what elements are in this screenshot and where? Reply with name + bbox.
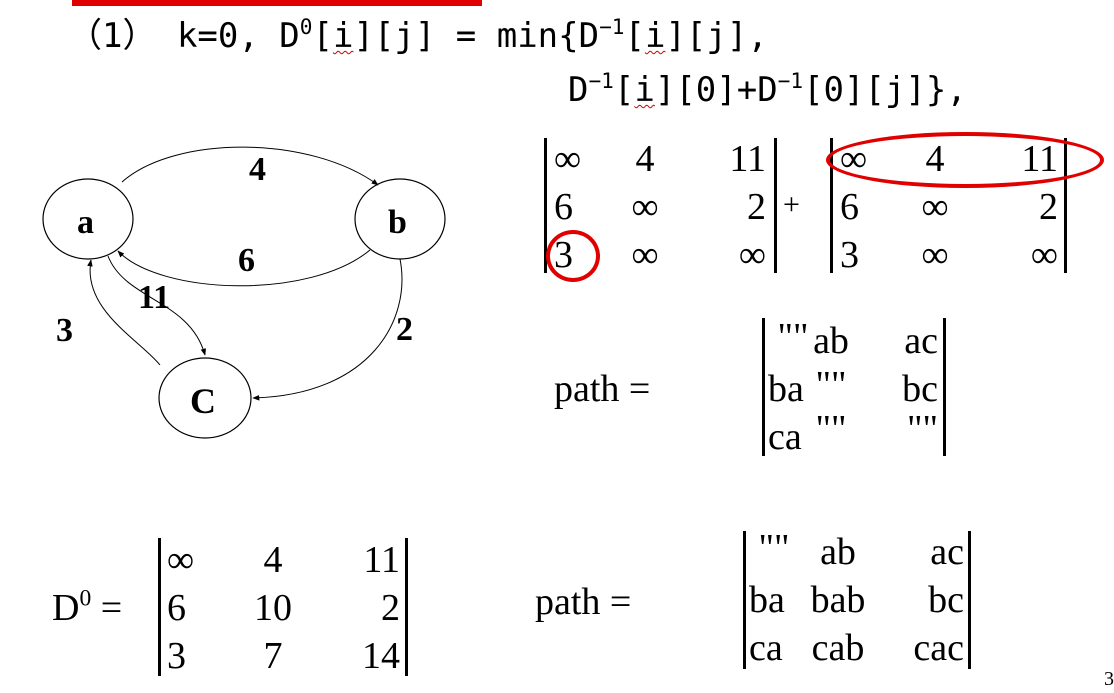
d0-r1c1: 10 bbox=[254, 587, 292, 629]
formula-open-2: [ bbox=[624, 16, 645, 56]
path-after-bar-r bbox=[968, 531, 971, 669]
node-a-label: a bbox=[77, 204, 94, 241]
sum-left-r1c1: ∞ bbox=[631, 186, 659, 228]
highlight-circle-3 bbox=[546, 230, 600, 282]
node-c-label: C bbox=[190, 381, 216, 421]
path-after-r0c1: ab bbox=[820, 531, 856, 573]
sum-left-r0c1: 4 bbox=[635, 138, 655, 180]
edge-a-c bbox=[107, 255, 207, 356]
path-before-r2c0: ca bbox=[768, 416, 802, 458]
formula-index-i: i bbox=[332, 16, 354, 56]
d0-r2c1: 7 bbox=[263, 635, 283, 677]
path-before-r2c2: "" bbox=[906, 408, 938, 450]
d0-r0c1: 4 bbox=[263, 539, 283, 581]
edge-a-b-weight: 4 bbox=[249, 151, 266, 188]
formula-line-1: （1） k=0, D0[i][j] = min{D−1[i][j], bbox=[68, 8, 768, 57]
sum-left-r2c1: ∞ bbox=[631, 234, 659, 276]
node-a bbox=[42, 178, 134, 260]
sum-left-bar-l bbox=[544, 138, 547, 273]
edge-a-b bbox=[121, 146, 379, 186]
sum-right-bar-l bbox=[830, 138, 833, 273]
path-after-r2c0: ca bbox=[749, 627, 783, 669]
d0-r1c0: 6 bbox=[167, 587, 186, 629]
highlight-ellipse-row0 bbox=[826, 132, 1104, 188]
edge-b-c-weight: 2 bbox=[396, 311, 413, 348]
edge-b-c bbox=[252, 258, 403, 401]
sum-right-r2c2: ∞ bbox=[1030, 234, 1058, 276]
formula-open: [ bbox=[312, 16, 333, 56]
path-after-r0c0: "" bbox=[758, 527, 790, 569]
d0-label-sup: 0 bbox=[79, 585, 92, 612]
path-after-r1c2: bc bbox=[928, 579, 964, 621]
path-before-bar-l bbox=[762, 318, 765, 456]
path-after-r0c2: ac bbox=[930, 531, 964, 573]
formula-index-i-2: i bbox=[644, 16, 666, 56]
sum-right-r1c0: 6 bbox=[840, 186, 859, 228]
d0-r2c0: 3 bbox=[167, 635, 186, 677]
edge-a-c-weight: 11 bbox=[138, 279, 171, 316]
path-after-label: path = bbox=[535, 581, 632, 623]
sum-right-r1c2: 2 bbox=[1039, 186, 1058, 228]
formula-d: D bbox=[568, 70, 589, 110]
sum-left-r0c2: 11 bbox=[729, 138, 766, 180]
d0-r0c2: 11 bbox=[363, 539, 400, 581]
path-after-r1c1: bab bbox=[810, 579, 866, 621]
sum-right-bar-r bbox=[1064, 138, 1067, 273]
formula-mid-2: ][0]+D bbox=[654, 70, 778, 110]
path-before-r2c1: "" bbox=[815, 408, 847, 450]
path-before-bar-r bbox=[943, 318, 946, 456]
sum-left-bar-r bbox=[774, 138, 777, 273]
path-before-r1c1: "" bbox=[815, 364, 847, 406]
path-before-r1c2: bc bbox=[902, 368, 938, 410]
formula-tail: ][j], bbox=[665, 16, 768, 56]
sum-left-r1c0: 6 bbox=[554, 186, 573, 228]
d0-label-base: D bbox=[52, 587, 80, 629]
d0-r2c2: 14 bbox=[362, 635, 400, 677]
d0-label-eq: = bbox=[91, 587, 123, 629]
formula-sup-m1: −1 bbox=[599, 13, 625, 39]
formula-sup-m1-c: −1 bbox=[777, 67, 804, 93]
formula-prefix: （1） k=0, D bbox=[68, 16, 300, 56]
sum-left-r2c2: ∞ bbox=[738, 234, 766, 276]
page-number: 3 bbox=[1104, 668, 1114, 690]
path-after-r2c2: cac bbox=[913, 627, 964, 669]
node-b-label: b bbox=[388, 204, 407, 241]
formula-mid: ][j] = min{D bbox=[353, 16, 600, 56]
path-before-r0c1: ab bbox=[813, 320, 849, 362]
formula-open-3: [ bbox=[613, 70, 635, 110]
path-after-r1c0: ba bbox=[749, 579, 785, 621]
formula-tail-2: [0][j]}, bbox=[803, 70, 967, 110]
formula-sup-0: 0 bbox=[299, 13, 313, 39]
edge-b-a-weight: 6 bbox=[238, 242, 255, 279]
d0-r0c0: ∞ bbox=[167, 539, 195, 581]
node-c bbox=[158, 357, 252, 439]
edge-c-a bbox=[87, 259, 161, 366]
path-before-label: path = bbox=[554, 368, 651, 410]
path-after-r2c1: cab bbox=[811, 627, 865, 669]
path-before-r1c0: ba bbox=[768, 368, 804, 410]
graph-diagram bbox=[42, 146, 446, 439]
edge-c-a-weight: 3 bbox=[56, 312, 73, 349]
sum-right-r2c0: 3 bbox=[840, 234, 859, 276]
sum-left-r0c0: ∞ bbox=[554, 138, 582, 180]
d0-label: D0 = bbox=[52, 586, 122, 630]
path-after-bar-l bbox=[743, 531, 746, 669]
formula-sup-m1-b: −1 bbox=[588, 67, 614, 93]
header-underline bbox=[72, 0, 482, 6]
sum-right-r1c1: ∞ bbox=[921, 186, 949, 228]
d0-r1c2: 2 bbox=[381, 587, 400, 629]
plus-sign: + bbox=[783, 188, 800, 221]
path-before-r0c2: ac bbox=[904, 320, 938, 362]
formula-line-2: D−1[i][0]+D−1[0][j]}, bbox=[568, 70, 967, 110]
edge-b-a bbox=[117, 249, 371, 287]
sum-left-r1c2: 2 bbox=[747, 186, 766, 228]
formula-index-i-3: i bbox=[634, 70, 655, 110]
d0-bar-l bbox=[158, 538, 161, 676]
sum-right-r2c1: ∞ bbox=[921, 234, 949, 276]
d0-bar-r bbox=[405, 538, 408, 676]
path-before-r0c0: "" bbox=[777, 316, 809, 358]
